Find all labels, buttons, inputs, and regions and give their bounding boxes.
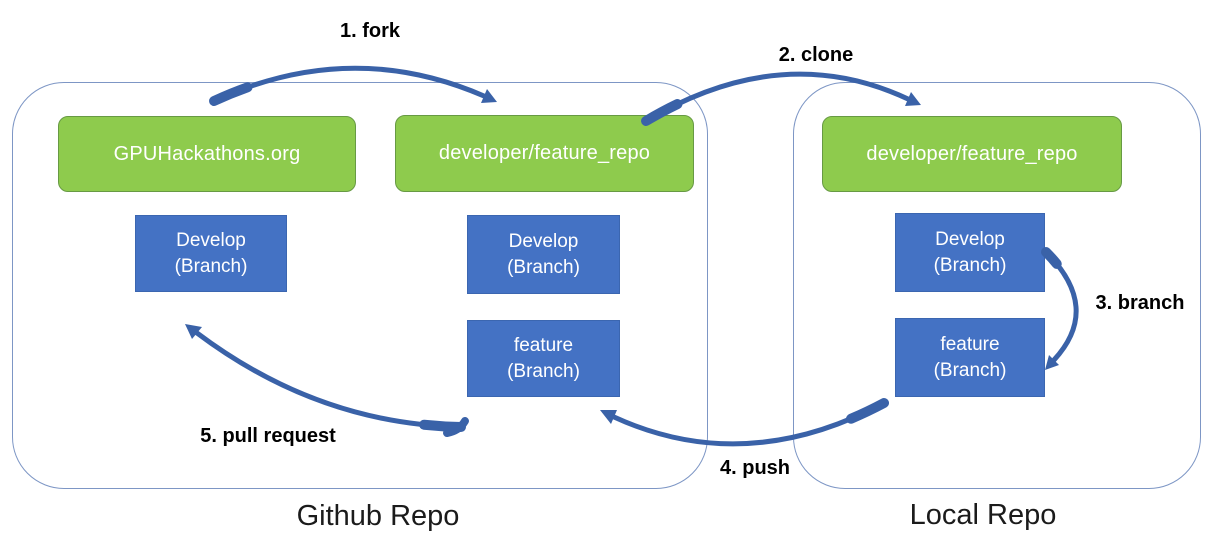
branch-kind: (Branch) — [933, 359, 1007, 381]
local-clone-repo-node: developer/feature_repo — [822, 116, 1122, 192]
fork-step-label: 1. fork — [339, 20, 401, 42]
fork-develop-branch-node: Develop (Branch) — [467, 215, 620, 294]
upstream-repo-node: GPUHackathons.org — [58, 116, 356, 192]
upstream-repo-label: GPUHackathons.org — [113, 142, 301, 165]
local-repo-caption: Local Repo — [909, 499, 1057, 531]
pull-request-step-label: 5. pull request — [200, 425, 336, 447]
branch-name: Develop — [508, 231, 579, 253]
branch-step-label: 3. branch — [1095, 292, 1185, 314]
fork-feature-branch-node: feature (Branch) — [467, 320, 620, 397]
branch-name: feature — [940, 334, 1000, 356]
clone-step-label: 2. clone — [778, 44, 854, 66]
github-fork-repo-label: developer/feature_repo — [438, 142, 651, 164]
github-develop-branch-node: Develop (Branch) — [135, 215, 287, 292]
branch-name: Develop — [176, 230, 246, 252]
branch-name: Develop — [935, 229, 1005, 251]
local-feature-branch-node: feature (Branch) — [895, 318, 1045, 397]
branch-kind: (Branch) — [933, 254, 1007, 276]
branch-kind: (Branch) — [507, 360, 580, 382]
branch-name: feature — [513, 335, 574, 357]
branch-kind: (Branch) — [174, 255, 248, 277]
local-repo-container — [793, 82, 1201, 489]
github-repo-caption: Github Repo — [296, 500, 460, 532]
branch-kind: (Branch) — [507, 256, 580, 278]
push-step-label: 4. push — [719, 457, 790, 479]
local-develop-branch-node: Develop (Branch) — [895, 213, 1045, 292]
local-clone-repo-label: developer/feature_repo — [866, 142, 1078, 165]
github-fork-repo-node: developer/feature_repo — [395, 115, 694, 192]
